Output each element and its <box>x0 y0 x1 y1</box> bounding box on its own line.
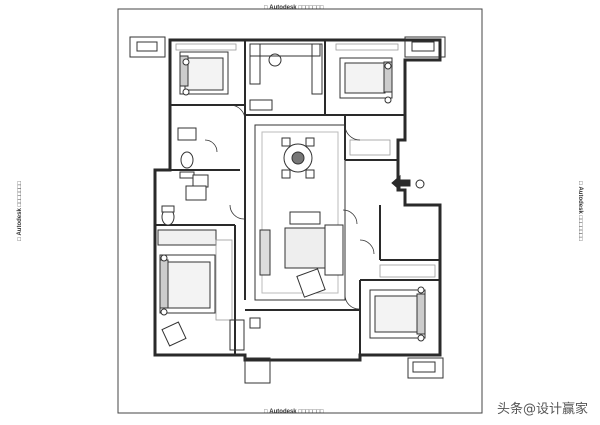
watermark-prefix: □ <box>264 409 268 415</box>
watermark-prefix: □ <box>577 181 583 185</box>
credit-author: @设计赢家 <box>522 402 588 417</box>
bed-bottom-left <box>159 254 216 347</box>
dining-table <box>281 137 315 179</box>
bed-bottom-right <box>369 286 426 342</box>
watermark-brand: Autodesk <box>269 5 297 11</box>
watermark-left: □ Autodesk □□□□□□□ <box>17 171 23 251</box>
watermark-suffix: □□□□□□□ <box>298 5 324 11</box>
bathrooms <box>157 127 217 246</box>
sofa-set <box>259 211 344 298</box>
watermark-brand: Autodesk <box>269 409 297 415</box>
outer-walls <box>153 38 442 362</box>
watermark-suffix: □□□□□□□ <box>577 215 583 241</box>
entry-arrow <box>391 174 425 192</box>
watermark-suffix: □□□□□□□ <box>17 181 23 207</box>
credit-source: 头条 <box>496 402 523 417</box>
watermark-bottom: □ Autodesk □□□□□□□ <box>264 409 324 415</box>
sheet-border <box>117 8 483 414</box>
source-credit: 头条@设计赢家 <box>497 398 588 417</box>
watermark-prefix: □ <box>17 237 23 241</box>
watermark-suffix: □□□□□□□ <box>298 409 324 415</box>
bed-top-left <box>179 51 229 96</box>
watermark-prefix: □ <box>264 5 268 11</box>
watermark-right: □ Autodesk □□□□□□□ <box>577 171 583 251</box>
living-rug <box>254 124 346 301</box>
watermark-brand: Autodesk <box>577 186 583 214</box>
watermark-brand: Autodesk <box>17 208 23 236</box>
wardrobes <box>175 43 436 321</box>
kitchen <box>249 43 323 111</box>
bed-top-right <box>339 57 393 104</box>
bottom-steps <box>229 317 261 351</box>
ac-platforms <box>129 36 446 384</box>
door-swings <box>204 104 375 310</box>
watermark-top: □ Autodesk □□□□□□□ <box>264 5 324 11</box>
